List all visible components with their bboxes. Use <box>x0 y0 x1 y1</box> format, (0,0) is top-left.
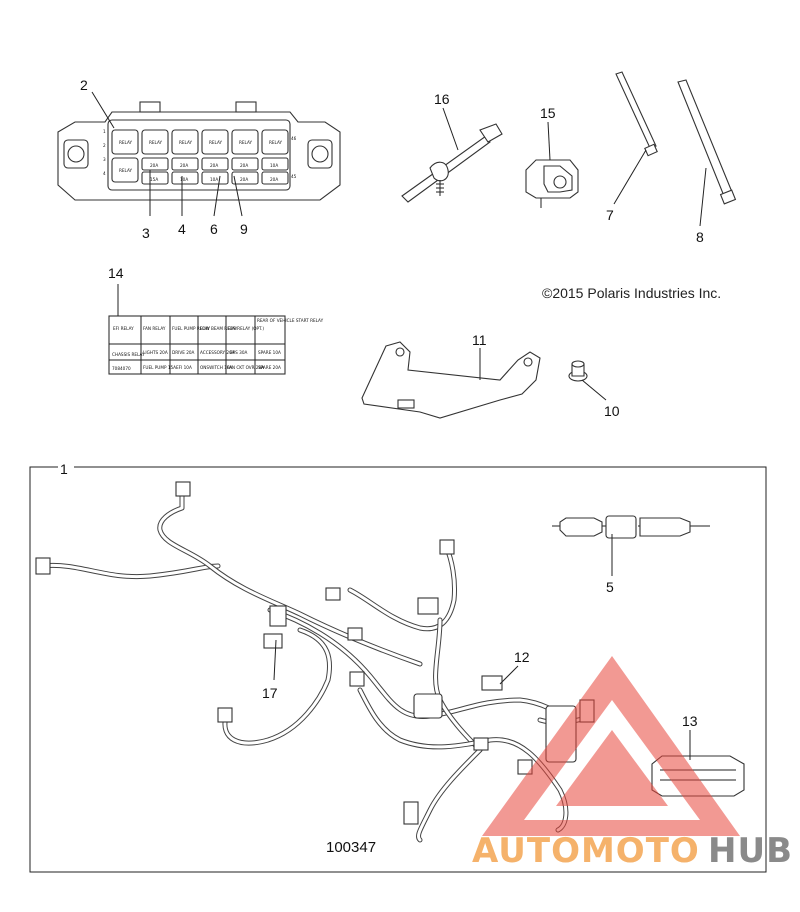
decal-cell: 7084070 <box>112 366 131 371</box>
watermark-triangle-icon <box>482 656 740 836</box>
cable-tie-mount-16 <box>401 123 503 203</box>
decal-cell: FUEL PUMP RELAY <box>172 326 210 331</box>
fuse-rating: 10A <box>210 177 218 182</box>
fuse-decal-14: EFI RELAY FAN RELAY FUEL PUMP RELAY LOW … <box>108 315 324 375</box>
fastener-10 <box>568 360 588 382</box>
diagram-number: 100347 <box>326 839 376 856</box>
fuse-rating: 20A <box>150 163 158 168</box>
callout-10: 10 <box>604 403 620 419</box>
cavity-number: 45 <box>291 174 297 179</box>
fuse-rating: 20A <box>240 163 248 168</box>
callout-15: 15 <box>540 105 556 121</box>
decal-cell: EFI 10A <box>176 365 192 370</box>
fuse-rating: 20A <box>180 163 188 168</box>
harness-connectors <box>35 481 595 825</box>
relay-label: RELAY <box>149 140 163 145</box>
relay-label: RELAY <box>209 140 223 145</box>
callout-17: 17 <box>262 685 278 701</box>
callout-9: 9 <box>240 221 248 237</box>
callout-1: 1 <box>60 461 68 477</box>
cable-tie-8 <box>677 79 737 205</box>
cavity-number: 3 <box>103 157 106 162</box>
decal-cell: REAR OF VEHICLE START RELAY <box>257 318 324 323</box>
bracket-11 <box>361 341 541 419</box>
relay-label: RELAY <box>119 168 133 173</box>
callout-12: 12 <box>514 649 530 665</box>
callout-7: 7 <box>606 207 614 223</box>
decal-cell: LIGHTS 20A <box>143 350 168 355</box>
fuse-rating: 15A <box>150 177 158 182</box>
callout-4: 4 <box>178 221 186 237</box>
watermark-logo <box>482 656 740 836</box>
decal-cell: LOW BEAM RELAY <box>200 326 238 331</box>
decal-cell: EFI RELAY <box>113 326 134 331</box>
callout-3: 3 <box>142 225 150 241</box>
fuse-rating: 20A <box>210 163 218 168</box>
decal-cell: SPARE 20A <box>258 365 281 370</box>
main-wiring-harness-12 <box>39 487 595 843</box>
harness-frame <box>29 466 767 873</box>
callout-16: 16 <box>434 91 450 107</box>
fuse-rating: 20A <box>270 177 278 182</box>
copyright-text: ©2015 Polaris Industries Inc. <box>542 285 721 301</box>
relay-label: RELAY <box>269 140 283 145</box>
callout-13: 13 <box>682 713 698 729</box>
decal-cell: EPS 30A <box>230 350 247 355</box>
cavity-number: 4 <box>103 171 106 176</box>
callout-11: 11 <box>472 332 487 348</box>
watermark-text-b: HUB <box>708 831 793 871</box>
watermark-text-a: AUTOMOTO <box>472 831 700 871</box>
decal-cell: CHASSIS RELAY <box>112 352 145 357</box>
decal-cell: FAN RELAY <box>143 326 166 331</box>
connector-15 <box>525 159 579 208</box>
fuse-box: RELAY RELAY RELAY RELAY RELAY RELAY RELA… <box>57 101 341 201</box>
cable-tie-7 <box>615 71 658 157</box>
callout-14: 14 <box>108 265 124 281</box>
callout-numbers: 1 2 3 4 5 6 7 8 9 10 11 12 13 14 15 16 1… <box>60 77 704 729</box>
decal-cell: EPS RELAY (OPT.) <box>228 326 264 331</box>
inline-fuse-holder-5 <box>552 515 710 539</box>
cavity-number: 1 <box>103 129 106 134</box>
decal-cell: ACCESSORY 20A <box>200 350 235 355</box>
decal-cell: SPARE 10A <box>258 350 281 355</box>
decal-cell: FAN CKT OVR 20A <box>227 365 264 370</box>
decal-cell: FUEL PUMP 15A <box>143 365 176 370</box>
fuse-rating: 10A <box>270 163 278 168</box>
leader-lines <box>91 91 707 760</box>
relay-label: RELAY <box>119 140 133 145</box>
callout-6: 6 <box>210 221 218 237</box>
decal-cell: ONSWITCH 10A <box>200 365 233 370</box>
fuse-rating: 20A <box>240 177 248 182</box>
fuse-rating: 10A <box>180 177 188 182</box>
relay-label: RELAY <box>179 140 193 145</box>
callout-5: 5 <box>606 579 614 595</box>
callout-2: 2 <box>80 77 88 93</box>
relay-label: RELAY <box>239 140 253 145</box>
cavity-number: 46 <box>291 136 297 141</box>
cavity-number: 2 <box>103 143 106 148</box>
decal-cell: DRIVE 20A <box>172 350 195 355</box>
callout-8: 8 <box>696 229 704 245</box>
